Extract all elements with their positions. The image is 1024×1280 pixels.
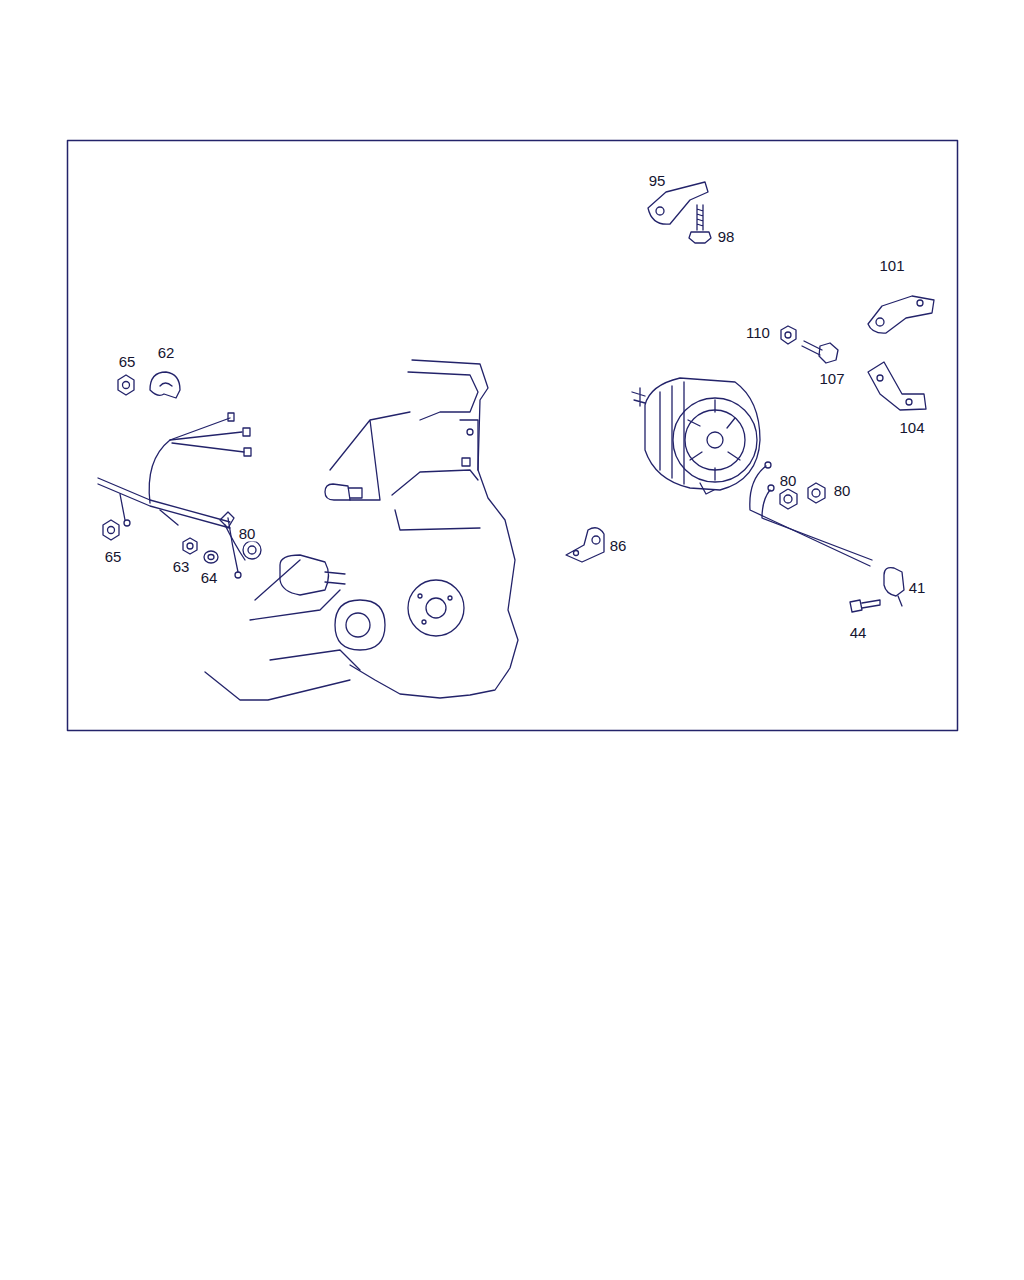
callout-number: 64	[200, 569, 219, 586]
bolt-head	[819, 343, 838, 363]
terminal	[765, 462, 771, 468]
bracket	[566, 528, 604, 562]
bolt	[689, 205, 711, 243]
terminal	[235, 572, 241, 578]
callout-number: 104	[898, 419, 925, 436]
callout-number: 65	[104, 548, 123, 565]
washer	[204, 551, 218, 563]
nut	[183, 538, 197, 554]
hole	[574, 551, 579, 556]
callout-number: 63	[172, 558, 191, 575]
callout-number: 98	[717, 228, 736, 245]
nut	[243, 541, 261, 559]
nut	[118, 375, 134, 395]
bracket	[868, 362, 926, 410]
callout-number: 86	[609, 537, 628, 554]
callout-number: 110	[745, 324, 771, 341]
callout-number: 80	[833, 482, 852, 499]
connector	[228, 413, 234, 421]
terminal	[124, 520, 130, 526]
hole	[877, 375, 883, 381]
callout-number: 107	[818, 370, 845, 387]
wire	[750, 466, 870, 566]
hole	[917, 300, 923, 306]
hole	[876, 318, 884, 326]
clamp-tab	[898, 596, 902, 606]
hole	[906, 399, 912, 405]
clamp	[150, 372, 180, 398]
connector	[244, 448, 251, 456]
callout-number: 41	[908, 579, 927, 596]
wiring-harness	[98, 418, 245, 572]
callout-number: 80	[238, 525, 257, 542]
callout-number: 80	[779, 472, 798, 489]
alternator	[632, 378, 760, 494]
nut	[780, 489, 797, 509]
nut-hole	[812, 489, 820, 497]
callout-number: 62	[157, 344, 176, 361]
nut	[808, 483, 825, 503]
nut-hole	[187, 543, 193, 549]
nut-hole	[248, 546, 256, 554]
nut	[781, 326, 796, 344]
nut-hole	[784, 495, 792, 503]
callout-number: 65	[118, 353, 137, 370]
nut-hole	[785, 332, 791, 338]
connector	[243, 428, 250, 436]
nut	[103, 520, 119, 540]
clamp	[884, 568, 904, 596]
nut-hole	[108, 527, 115, 534]
frame	[68, 141, 958, 731]
hole	[592, 536, 600, 544]
bracket	[868, 296, 934, 333]
callout-number: 44	[849, 624, 868, 641]
callout-number: 101	[878, 257, 905, 274]
terminal	[220, 512, 234, 528]
terminal	[768, 485, 774, 491]
engine	[205, 360, 518, 700]
bolt	[850, 600, 880, 612]
callout-number: 95	[648, 172, 667, 189]
wire	[762, 490, 872, 560]
nut-hole	[123, 382, 130, 389]
washer-hole	[208, 555, 214, 560]
